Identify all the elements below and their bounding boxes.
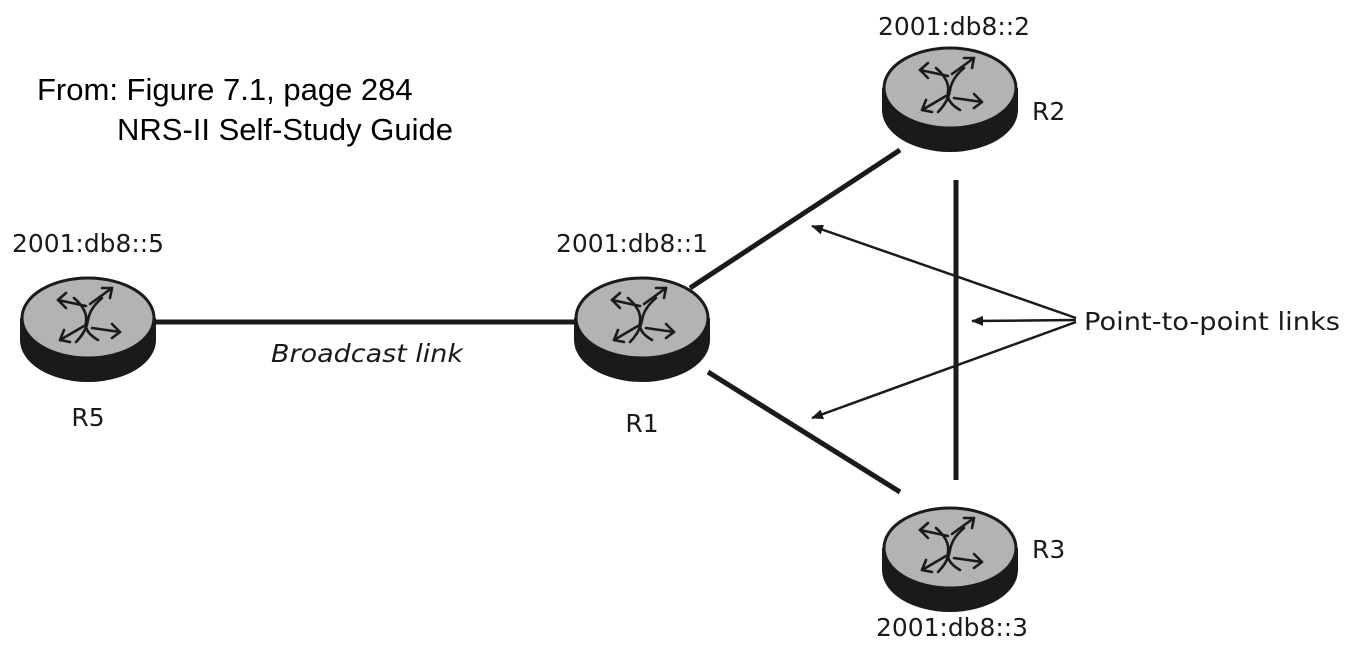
router-icon	[572, 276, 712, 384]
broadcast-link-label: Broadcast link	[271, 339, 465, 368]
source-line-2: NRS-II Self-Study Guide	[117, 112, 453, 147]
point-to-point-label: Point-to-point links	[1084, 307, 1340, 336]
router-icon	[880, 46, 1020, 154]
router-r5-address: 2001:db8::5	[12, 229, 164, 258]
p2p-arrow-upper	[811, 224, 1077, 320]
router-r2-name: R2	[1032, 97, 1065, 126]
router-r5-name: R5	[71, 403, 104, 432]
router-r2-address: 2001:db8::2	[878, 12, 1030, 41]
router-r2	[880, 46, 1020, 154]
p2p-arrow-lower	[811, 320, 1077, 420]
p2p-arrow-middle	[971, 315, 1077, 326]
router-r3-address: 2001:db8::3	[876, 613, 1028, 642]
router-r3-name: R3	[1032, 535, 1065, 564]
router-icon	[18, 276, 158, 384]
router-r1	[572, 276, 712, 384]
source-line-1: From: Figure 7.1, page 284	[37, 72, 413, 107]
router-r3	[880, 506, 1020, 614]
router-r5	[18, 276, 158, 384]
router-r1-name: R1	[625, 409, 658, 438]
router-r1-address: 2001:db8::1	[556, 229, 708, 258]
link-r1-r3	[706, 369, 902, 495]
link-r1-r2	[688, 147, 902, 291]
router-icon	[880, 506, 1020, 614]
